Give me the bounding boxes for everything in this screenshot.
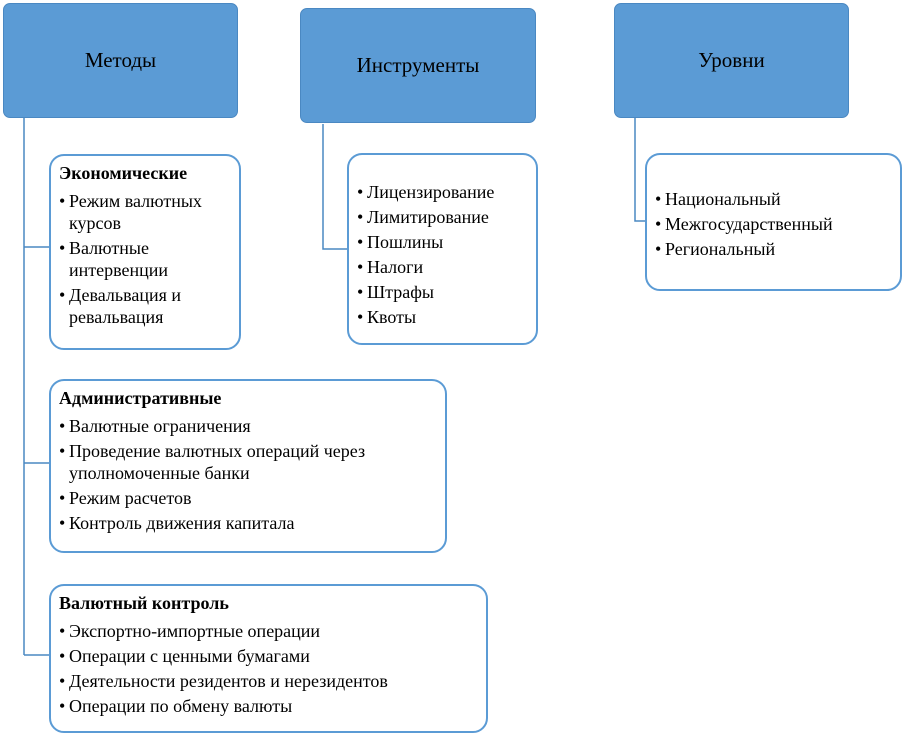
- list-item: Квоты: [357, 306, 526, 328]
- card-currency-control-list: Экспортно-импортные операции Операции с …: [59, 620, 476, 717]
- list-item: Операции с ценными бумагами: [59, 645, 476, 667]
- header-methods-label: Методы: [84, 48, 157, 72]
- card-economic-title: Экономические: [59, 163, 188, 183]
- list-item: Операции по обмену валюты: [59, 695, 476, 717]
- list-item: Лицензирование: [357, 181, 526, 203]
- list-item: Валютные интервенции: [59, 237, 229, 281]
- list-item: Пошлины: [357, 231, 526, 253]
- levels-connector: [634, 118, 646, 222]
- list-item: Национальный: [655, 188, 890, 210]
- list-item: Лимитирование: [357, 206, 526, 228]
- list-item: Валютные ограничения: [59, 415, 435, 437]
- header-methods: Методы: [3, 3, 238, 118]
- card-instruments-list: Лицензирование Лимитирование Пошлины Нал…: [357, 181, 526, 328]
- card-economic-list: Режим валютных курсов Валютные интервенц…: [59, 190, 229, 328]
- list-item: Экспортно-импортные операции: [59, 620, 476, 642]
- header-instruments: Инструменты: [300, 8, 536, 123]
- card-levels: Национальный Межгосударственный Регионал…: [645, 153, 902, 291]
- card-administrative-methods: Административные Валютные ограничения Пр…: [49, 379, 447, 553]
- card-currency-control-title: Валютный контроль: [59, 593, 229, 613]
- list-item: Режим валютных курсов: [59, 190, 229, 234]
- list-item: Межгосударственный: [655, 213, 890, 235]
- list-item: Штрафы: [357, 281, 526, 303]
- list-item: Девальвация и ревальвация: [59, 284, 229, 328]
- card-levels-list: Национальный Межгосударственный Регионал…: [655, 188, 890, 260]
- header-instruments-label: Инструменты: [356, 53, 480, 77]
- card-administrative-title: Административные: [59, 388, 222, 408]
- card-currency-control: Валютный контроль Экспортно-импортные оп…: [49, 584, 488, 733]
- card-instruments: Лицензирование Лимитирование Пошлины Нал…: [347, 153, 538, 345]
- list-item: Проведение валютных операций через уполн…: [59, 440, 435, 484]
- instruments-connector: [322, 124, 348, 250]
- header-levels: Уровни: [614, 3, 849, 118]
- list-item: Контроль движения капитала: [59, 512, 435, 534]
- header-levels-label: Уровни: [698, 48, 765, 72]
- list-item: Налоги: [357, 256, 526, 278]
- card-economic-methods: Экономические Режим валютных курсов Валю…: [49, 154, 241, 350]
- list-item: Региональный: [655, 238, 890, 260]
- card-administrative-list: Валютные ограничения Проведение валютных…: [59, 415, 435, 534]
- list-item: Деятельности резидентов и нерезидентов: [59, 670, 476, 692]
- list-item: Режим расчетов: [59, 487, 435, 509]
